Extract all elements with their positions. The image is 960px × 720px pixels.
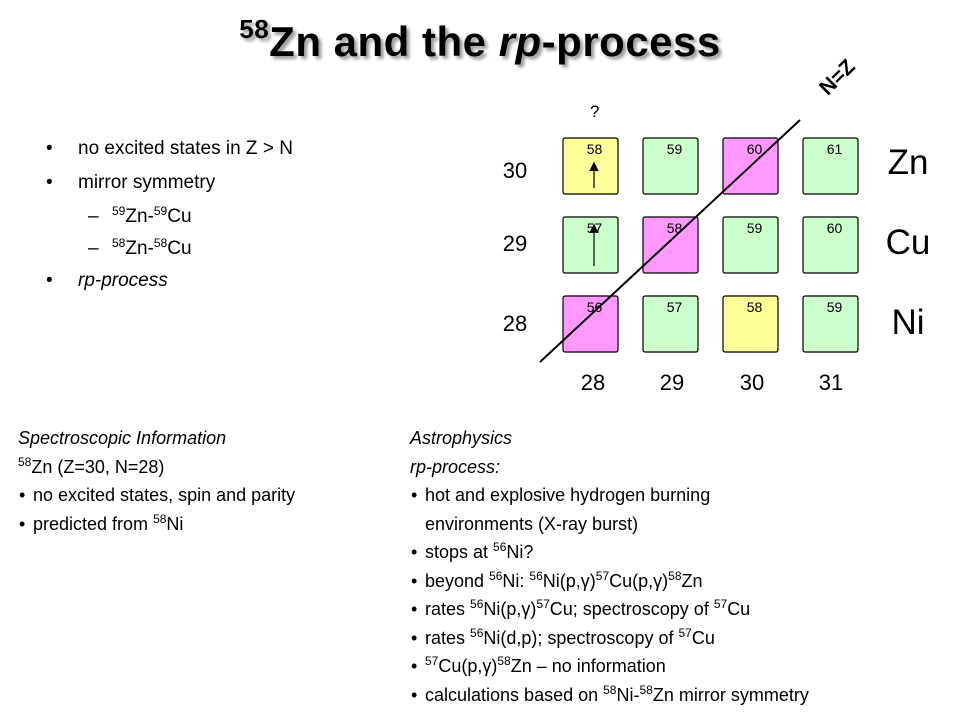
nuclide-mass-cu-57: 57	[587, 220, 603, 236]
element-label-zn: Zn	[888, 143, 929, 182]
slide-title: 58Zn and the rp-process	[0, 16, 960, 66]
n-label-30: 30	[740, 370, 764, 395]
nuclide-mass-zn-61: 61	[827, 141, 843, 157]
astro-item-stops-at: stops at 56Ni?	[410, 538, 809, 567]
nuclide-mass-ni-56: 56	[587, 299, 603, 315]
astro-item-beyond: beyond 56Ni: 56Ni(p,γ)57Cu(p,γ)58Zn	[410, 567, 809, 596]
nuclide-mass-cu-60: 60	[827, 220, 843, 236]
nuclide-cell-cu-60	[802, 216, 859, 274]
title-text-a: Zn and the	[269, 18, 499, 65]
nuclide-mass-zn-60: 60	[747, 141, 763, 157]
sub-bullet-59zn-59cu: 59Zn-59Cu	[44, 205, 293, 238]
z-label-30: 30	[503, 158, 527, 183]
n-label-29: 29	[660, 370, 684, 395]
nuclide-cell-zn-59	[642, 137, 699, 195]
spectroscopic-item-predicted: predicted from 58Ni	[18, 510, 295, 539]
astrophysics-section: Astrophysics rp-process: hot and explosi…	[410, 424, 809, 709]
nuclide-cells: 58 59 60 61 57 58 59 60 56 57 58 59	[562, 137, 859, 353]
nuclide-cell-ni-56	[562, 295, 619, 353]
bullet-no-excited-states: no excited states in Z > N	[44, 138, 293, 172]
spectroscopic-section: Spectroscopic Information 58Zn (Z=30, N=…	[18, 424, 295, 538]
spectroscopic-item-no-excited: no excited states, spin and parity	[18, 481, 295, 510]
z-label-28: 28	[503, 311, 527, 336]
astro-item-hydrogen-burning-cont: environments (X-ray burst)	[425, 513, 639, 534]
element-label-cu: Cu	[886, 223, 931, 262]
nuclide-mass-ni-57: 57	[667, 299, 683, 315]
bullet-rp-process: rp-process	[44, 270, 293, 304]
astro-item-mirror-calculations: calculations based on 58Ni-58Zn mirror s…	[410, 681, 809, 710]
element-label-ni: Ni	[891, 303, 924, 342]
nuclide-cell-ni-59	[802, 295, 859, 353]
title-text-b: -process	[541, 18, 721, 65]
unknown-question-mark: ?	[590, 102, 599, 121]
nuclide-mass-ni-59: 59	[827, 299, 843, 315]
spectroscopic-heading: Spectroscopic Information	[18, 428, 227, 448]
spectroscopic-nucleus-line: 58Zn (Z=30, N=28)	[18, 454, 165, 477]
astrophysics-heading: Astrophysics	[410, 428, 513, 448]
nuclide-mass-cu-58: 58	[667, 220, 683, 236]
title-italic-rp: rp	[498, 18, 542, 65]
title-mass-number: 58	[239, 14, 270, 44]
astrophysics-rp-label: rp-process:	[410, 456, 501, 477]
astro-item-no-information: 57Cu(p,γ)58Zn – no information	[410, 652, 809, 681]
astro-item-rates-dp: rates 56Ni(d,p); spectroscopy of 57Cu	[410, 624, 809, 653]
n-equals-z-line	[539, 119, 801, 363]
n-equals-z-label: N=Z	[815, 55, 860, 100]
nuclide-mass-cu-59: 59	[747, 220, 763, 236]
astro-item-rates-pg: rates 56Ni(p,γ)57Cu; spectroscopy of 57C…	[410, 595, 809, 624]
nuclide-mass-zn-58: 58	[587, 141, 603, 157]
nuclide-mass-zn-59: 59	[667, 141, 683, 157]
bullet-mirror-symmetry: mirror symmetry	[44, 172, 293, 206]
z-label-29: 29	[503, 231, 527, 256]
bullet-list: no excited states in Z > N mirror symmet…	[44, 138, 293, 304]
nuclide-cell-ni-57	[642, 295, 699, 353]
nuclide-cell-cu-57	[562, 216, 619, 274]
nuclide-cell-ni-58	[722, 295, 779, 353]
nuclide-cell-cu-59	[722, 216, 779, 274]
sub-bullet-58zn-58cu: 58Zn-58Cu	[44, 237, 293, 270]
nuclide-cell-zn-61	[802, 137, 859, 195]
n-label-31: 31	[819, 370, 843, 395]
astro-item-hydrogen-burning: hot and explosive hydrogen burning	[410, 481, 809, 510]
nuclide-mass-ni-58: 58	[747, 299, 763, 315]
nuclide-cell-cu-58	[642, 216, 699, 274]
n-label-28: 28	[581, 370, 605, 395]
